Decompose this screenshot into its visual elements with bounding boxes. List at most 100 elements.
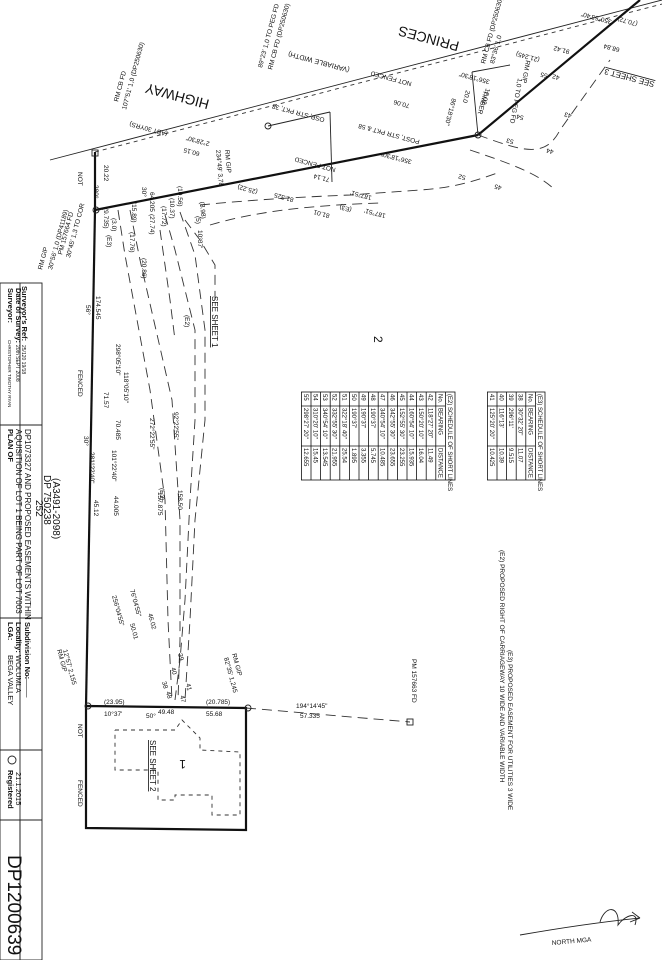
road-name-princes: PRINCES	[397, 23, 461, 55]
dim: (9.735)	[102, 208, 109, 229]
schedule-header: DISTANCE	[436, 448, 442, 478]
see-sheet-1-label: SEE SHEET 1	[210, 296, 219, 348]
subdivision-value: ———	[23, 675, 32, 698]
dim: 49.48	[158, 709, 175, 716]
dim: 280°	[92, 185, 100, 199]
schedule-cell: 42	[427, 394, 433, 401]
schedule-cell: 298°27' 20"	[302, 408, 308, 439]
easement-corridors	[117, 59, 611, 701]
locality-value: WOLUMLA	[14, 655, 23, 693]
schedule-cell: 39	[507, 394, 513, 401]
dim: 44.005	[112, 496, 119, 516]
dim: 71.57	[102, 392, 109, 409]
dim: 50°	[146, 712, 156, 720]
schedule-cell: 340°54' 10"	[379, 408, 385, 439]
dim: 55	[539, 70, 548, 79]
rmcb-right-icon	[474, 131, 482, 139]
schedule-cell: 48	[369, 394, 375, 401]
dim: 43	[563, 110, 572, 119]
schedule-cell: 49	[360, 394, 366, 401]
schedule-cell: 150°20' 10"	[417, 408, 423, 439]
schedule-title: (E3) SCHEDULE OF SHORT LINES	[536, 394, 542, 491]
dim: (21.245)	[515, 50, 540, 63]
dim: 70.485	[114, 420, 121, 440]
dim: 71.14	[313, 172, 331, 183]
schedule-cell: 152°55' 30"	[398, 408, 404, 439]
schedule-cell: 53	[321, 394, 327, 401]
label-osp: OSP, STR PKT, 38	[271, 102, 325, 123]
schedule-cell: 10.425	[488, 448, 494, 467]
schedule-cell: 11.07	[517, 448, 523, 463]
plan-of-line-1: AQUISITION OF LOT 1 BEING PART OF LOT 70…	[14, 429, 23, 614]
dim: (20.785)	[206, 699, 230, 706]
rmgip-a-label: RM GIP	[223, 150, 232, 174]
label-e3-b: (E3)	[105, 235, 112, 247]
ref-key: Surveyor's Ref:	[20, 286, 29, 341]
dim: 12.02	[480, 87, 491, 105]
plan-of-line-4: DP 750238	[41, 475, 52, 525]
dim: 45	[493, 182, 502, 191]
schedule-header: DISTANCE	[526, 448, 532, 478]
surveyor-key: Surveyor:	[6, 288, 15, 323]
registered-value: 21.1.2015	[14, 772, 23, 805]
lot-2-label: 2	[371, 336, 385, 343]
schedule-cell: 55	[302, 394, 308, 401]
dim: 30°	[82, 436, 90, 446]
schedule-cell: 340°54' 10"	[321, 408, 327, 439]
label-post: POST, STR PKT & 58	[357, 122, 420, 145]
lga-key: LGA:	[6, 622, 15, 640]
schedule-cell: 15.935	[408, 448, 414, 467]
dim: 92°22'55"	[172, 412, 180, 441]
road-name-highway: HIGHWAY	[143, 80, 211, 113]
date-value: 20th SEPT 2008	[14, 345, 20, 382]
dim: (15.89)	[130, 202, 137, 223]
schedule-cell: 12.655	[302, 448, 308, 467]
schedule-cell: 52	[331, 394, 337, 401]
schedule-cell: 10.485	[379, 448, 385, 467]
schedule-cell: 13.545	[321, 448, 327, 467]
rmgip-a-detail: 234°49' 3,78	[214, 149, 225, 186]
plan-number: DP1200639	[3, 855, 24, 955]
dim: 91.42	[553, 44, 571, 55]
dim: 2°28'30"	[184, 134, 210, 148]
schedule-header: BEARING	[526, 408, 532, 435]
schedule-cell: 9.515	[507, 448, 513, 464]
dim: 174.545	[94, 296, 101, 320]
dim: 10°37'	[104, 710, 122, 718]
dim: (20.86)	[140, 258, 147, 279]
road-width-note: (VARIABLE WIDTH)	[288, 50, 351, 73]
north-arrow-icon	[519, 909, 641, 936]
dim: (17.72)	[160, 206, 167, 227]
dim: 356°18'30"	[457, 70, 490, 86]
dim: 40	[169, 667, 178, 676]
registry-seal-icon	[7, 755, 17, 765]
plan-of-line-5: (A3491-2098)	[50, 478, 61, 539]
plan-of-line-2: DP1073327 AND PROPOSED EASEMENTS WITHIN	[23, 429, 32, 620]
see-sheet-2-label: SEE SHEET 2	[148, 740, 157, 792]
pm157664-icon	[91, 149, 99, 157]
schedule-cell: 38	[517, 394, 523, 401]
dim: 81.325	[273, 191, 294, 203]
dim: (10.56)	[176, 186, 183, 207]
dim: 41	[184, 683, 193, 692]
dim: 52	[457, 172, 466, 181]
dim: 157.875	[156, 492, 163, 516]
survey-marks	[84, 122, 482, 726]
schedule-e3-table: (E3) SCHEDULE OF SHORT LINESNo.BEARINGDI…	[487, 391, 546, 491]
dim: 42	[551, 72, 560, 81]
dim: 54	[515, 112, 524, 121]
dim: 47	[178, 695, 187, 704]
dim: 70.06	[393, 98, 411, 109]
schedule-cell: 51	[340, 394, 346, 401]
schedule-e2-table: (E2) SCHEDULE OF SHORT LINESNo.BEARINGDI…	[300, 391, 456, 491]
lot-1-boundary	[84, 704, 248, 832]
dim: 158.50	[176, 490, 183, 510]
dim: 101°22'40"	[110, 450, 118, 482]
tie-line-pm157663	[245, 707, 411, 723]
dim: (27.74)	[148, 214, 155, 235]
see-sheet-3-label: SEE SHEET 3	[603, 67, 656, 89]
schedule-cell: 15.45	[312, 448, 318, 464]
dim: 256°04'55"	[110, 594, 126, 627]
dim: 46.02	[146, 613, 157, 631]
schedule-cell: 1.895	[350, 448, 356, 464]
